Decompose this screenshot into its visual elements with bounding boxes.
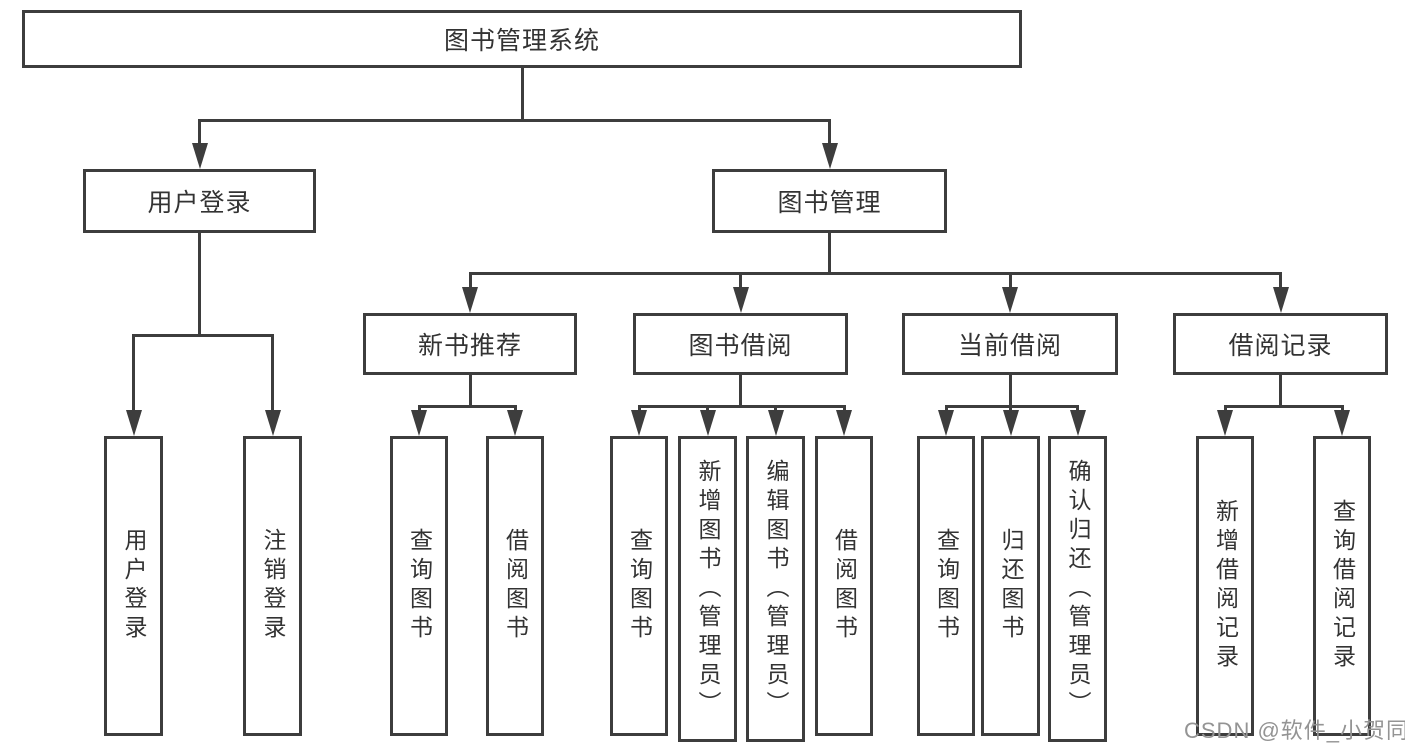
node-book-management: 图书管理 bbox=[712, 169, 947, 233]
connector-line bbox=[774, 404, 777, 413]
arrow-down bbox=[1002, 287, 1018, 313]
leaf-edit-book-admin: 编辑图书（管理员） bbox=[746, 436, 805, 742]
connector-line bbox=[944, 404, 948, 413]
leaf-user-login: 用户登录 bbox=[104, 436, 163, 736]
arrow-down bbox=[836, 410, 852, 436]
connector-line bbox=[1279, 271, 1282, 289]
arrow-down bbox=[264, 410, 281, 436]
node-borrowing-records: 借阅记录 bbox=[1173, 313, 1388, 375]
connector-line bbox=[739, 271, 742, 289]
connector-line bbox=[520, 68, 524, 121]
arrow-down bbox=[462, 287, 478, 313]
node-book-borrowing: 图书借阅 bbox=[633, 313, 848, 375]
connector-line bbox=[417, 404, 517, 408]
leaf-borrow-books-recommend: 借阅图书 bbox=[486, 436, 544, 736]
node-new-book-recommend: 新书推荐 bbox=[363, 313, 577, 375]
leaf-query-borrow-record: 查询借阅记录 bbox=[1313, 436, 1371, 736]
connector-line bbox=[1076, 404, 1079, 413]
connector-line bbox=[828, 233, 831, 275]
leaf-borrow-books-borrowing: 借阅图书 bbox=[815, 436, 873, 736]
connector-line bbox=[706, 404, 709, 413]
connector-line bbox=[842, 404, 846, 413]
watermark: CSDN @软件_小贺同学 bbox=[1184, 718, 1405, 743]
node-label: 查询图书 bbox=[626, 528, 653, 644]
arrow-down bbox=[1217, 410, 1233, 436]
connector-line bbox=[468, 375, 472, 406]
arrow-down bbox=[1334, 410, 1350, 436]
leaf-query-books-borrowing: 查询图书 bbox=[610, 436, 668, 736]
connector-line bbox=[132, 333, 274, 337]
arrow-down bbox=[507, 410, 523, 436]
leaf-return-books: 归还图书 bbox=[981, 436, 1040, 736]
leaf-query-books-recommend: 查询图书 bbox=[390, 436, 448, 736]
leaf-logout: 注销登录 bbox=[243, 436, 302, 736]
node-label: 查询图书 bbox=[406, 528, 433, 644]
connector-line bbox=[1223, 404, 1227, 413]
arrow-down bbox=[125, 410, 142, 436]
arrow-down bbox=[631, 410, 647, 436]
arrow-down bbox=[821, 143, 838, 169]
node-label: 借阅图书 bbox=[831, 528, 858, 644]
arrow-down bbox=[1069, 410, 1086, 436]
connector-line bbox=[198, 233, 201, 336]
connector-line bbox=[1340, 404, 1344, 413]
connector-line bbox=[132, 333, 135, 412]
connector-line bbox=[271, 333, 274, 412]
node-label: 查询借阅记录 bbox=[1329, 499, 1356, 673]
connector-line bbox=[1223, 404, 1344, 408]
arrow-down bbox=[191, 143, 208, 169]
node-label: 借阅记录 bbox=[1228, 332, 1333, 360]
connector-line bbox=[198, 118, 201, 145]
connector-line bbox=[198, 118, 831, 122]
node-label: 图书借阅 bbox=[688, 332, 793, 360]
node-label: 当前借阅 bbox=[957, 332, 1062, 360]
arrow-down bbox=[1272, 287, 1289, 313]
node-library-system: 图书管理系统 bbox=[22, 10, 1022, 68]
node-label: 图书管理系统 bbox=[443, 27, 600, 55]
connector-line bbox=[637, 404, 641, 413]
node-label: 新增图书（管理员） bbox=[695, 458, 721, 720]
node-label: 用户登录 bbox=[147, 189, 252, 217]
connector-line bbox=[468, 271, 1282, 275]
node-label: 图书管理 bbox=[777, 189, 882, 217]
node-current-borrowing: 当前借阅 bbox=[902, 313, 1118, 375]
node-label: 查询图书 bbox=[933, 528, 960, 644]
connector-line bbox=[1008, 271, 1012, 289]
node-label: 新书推荐 bbox=[417, 332, 522, 360]
arrow-down bbox=[767, 410, 784, 436]
node-label: 确认归还（管理员） bbox=[1065, 458, 1091, 720]
connector-line bbox=[1279, 375, 1282, 406]
leaf-add-book-admin: 新增图书（管理员） bbox=[678, 436, 737, 742]
connector-line bbox=[468, 271, 472, 289]
node-label: 借阅图书 bbox=[502, 528, 529, 644]
connector-line bbox=[513, 404, 517, 413]
node-label: 注销登录 bbox=[260, 528, 286, 644]
connector-line bbox=[828, 118, 831, 145]
node-label: 归还图书 bbox=[998, 528, 1024, 644]
node-user-login: 用户登录 bbox=[83, 169, 316, 233]
arrow-down bbox=[699, 410, 716, 436]
connector-line bbox=[417, 404, 421, 413]
node-label: 用户登录 bbox=[121, 528, 147, 644]
leaf-confirm-return-admin: 确认归还（管理员） bbox=[1048, 436, 1107, 742]
connector-line bbox=[637, 404, 846, 408]
arrow-down bbox=[732, 287, 749, 313]
leaf-query-books-current: 查询图书 bbox=[917, 436, 975, 736]
connector-line bbox=[1009, 404, 1012, 413]
arrow-down bbox=[411, 410, 427, 436]
connector-line bbox=[1008, 375, 1012, 406]
arrow-down bbox=[1002, 410, 1019, 436]
leaf-add-borrow-record: 新增借阅记录 bbox=[1196, 436, 1254, 736]
arrow-down bbox=[938, 410, 954, 436]
node-label: 编辑图书（管理员） bbox=[763, 458, 789, 720]
connector-line bbox=[739, 375, 742, 406]
node-label: 新增借阅记录 bbox=[1212, 499, 1239, 673]
